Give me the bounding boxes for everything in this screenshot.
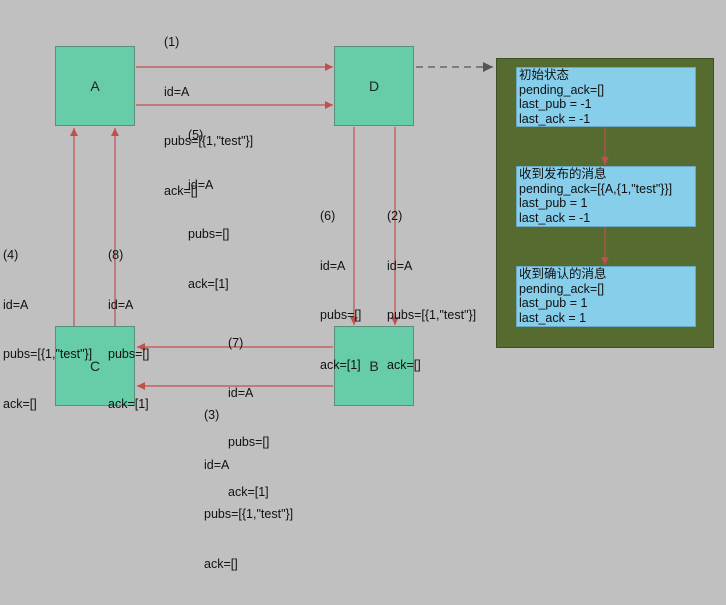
state-last-ack: last_ack = -1: [519, 111, 591, 126]
message-pubs: pubs=[]: [320, 308, 362, 322]
node-d: D: [334, 46, 414, 126]
message-label-3: (3) id=A pubs=[{1,"test"}] ack=[]: [204, 374, 293, 605]
state-last-ack: last_ack = -1: [519, 210, 591, 225]
node-c-label: C: [89, 358, 101, 374]
message-step: (1): [164, 35, 180, 49]
state-initial: 初始状态 pending_ack=[] last_pub = -1 last_a…: [516, 67, 696, 127]
state-pending-ack: pending_ack=[{A,{1,"test"}}]: [519, 181, 673, 196]
state-title: 收到确认的消息: [519, 267, 607, 281]
message-pubs: pubs=[{1,"test"}]: [3, 347, 93, 361]
state-pending-ack: pending_ack=[]: [519, 281, 605, 296]
message-ack: ack=[]: [3, 396, 37, 411]
node-c: C: [55, 326, 135, 406]
node-a: A: [55, 46, 135, 126]
edges-layer: [70, 62, 493, 390]
message-label-5: (5) id=A pubs=[] ack=[1]: [188, 94, 229, 325]
node-b-label: B: [369, 358, 379, 374]
message-step: (7): [228, 336, 244, 350]
message-id: id=A: [228, 385, 254, 400]
message-step: (6): [320, 209, 336, 223]
message-ack: ack=[1]: [320, 357, 361, 372]
message-id: id=A: [164, 84, 190, 99]
state-title: 初始状态: [519, 68, 570, 82]
node-b: B: [334, 326, 414, 406]
message-ack: ack=[1]: [108, 396, 149, 411]
message-pubs: pubs=[{1,"test"}]: [204, 507, 294, 521]
message-id: id=A: [108, 297, 134, 312]
message-step: (8): [108, 248, 124, 262]
state-title: 收到发布的消息: [519, 167, 607, 181]
message-ack: ack=[]: [204, 556, 238, 571]
message-pubs: pubs=[{1,"test"}]: [164, 134, 254, 148]
message-pubs: pubs=[]: [108, 347, 150, 361]
message-id: id=A: [3, 297, 29, 312]
message-pubs: pubs=[{1,"test"}]: [387, 308, 477, 322]
message-step: (2): [387, 209, 403, 223]
state-pending-ack: pending_ack=[]: [519, 82, 605, 97]
message-id: id=A: [320, 258, 346, 273]
diagram-canvas: A D C B (1) id=A pubs=[{1,"test"}] ack=[…: [3, 1, 714, 571]
message-label-2: (2) id=A pubs=[{1,"test"}] ack=[]: [387, 175, 476, 406]
message-ack: ack=[1]: [188, 276, 229, 291]
state-last-pub: last_pub = -1: [519, 97, 592, 111]
message-ack: ack=[]: [387, 357, 421, 372]
message-step: (4): [3, 248, 19, 262]
message-id: id=A: [204, 457, 230, 472]
message-label-8: (8) id=A pubs=[] ack=[1]: [108, 214, 149, 445]
state-last-pub: last_pub = 1: [519, 296, 588, 310]
message-pubs: pubs=[]: [188, 227, 230, 241]
message-label-1: (1) id=A pubs=[{1,"test"}] ack=[]: [164, 1, 253, 232]
message-label-4: (4) id=A pubs=[{1,"test"}] ack=[]: [3, 214, 92, 445]
message-step: (5): [188, 128, 204, 142]
message-ack: ack=[]: [164, 183, 198, 198]
message-id: id=A: [387, 258, 413, 273]
state-acked: 收到确认的消息 pending_ack=[] last_pub = 1 last…: [516, 266, 696, 327]
state-last-pub: last_pub = 1: [519, 196, 588, 210]
state-published: 收到发布的消息 pending_ack=[{A,{1,"test"}}] las…: [516, 166, 696, 227]
node-d-label: D: [368, 78, 380, 94]
state-last-ack: last_ack = 1: [519, 310, 587, 325]
message-id: id=A: [188, 177, 214, 192]
message-step: (3): [204, 408, 220, 422]
message-label-6: (6) id=A pubs=[] ack=[1]: [320, 175, 361, 406]
node-a-label: A: [90, 78, 100, 94]
